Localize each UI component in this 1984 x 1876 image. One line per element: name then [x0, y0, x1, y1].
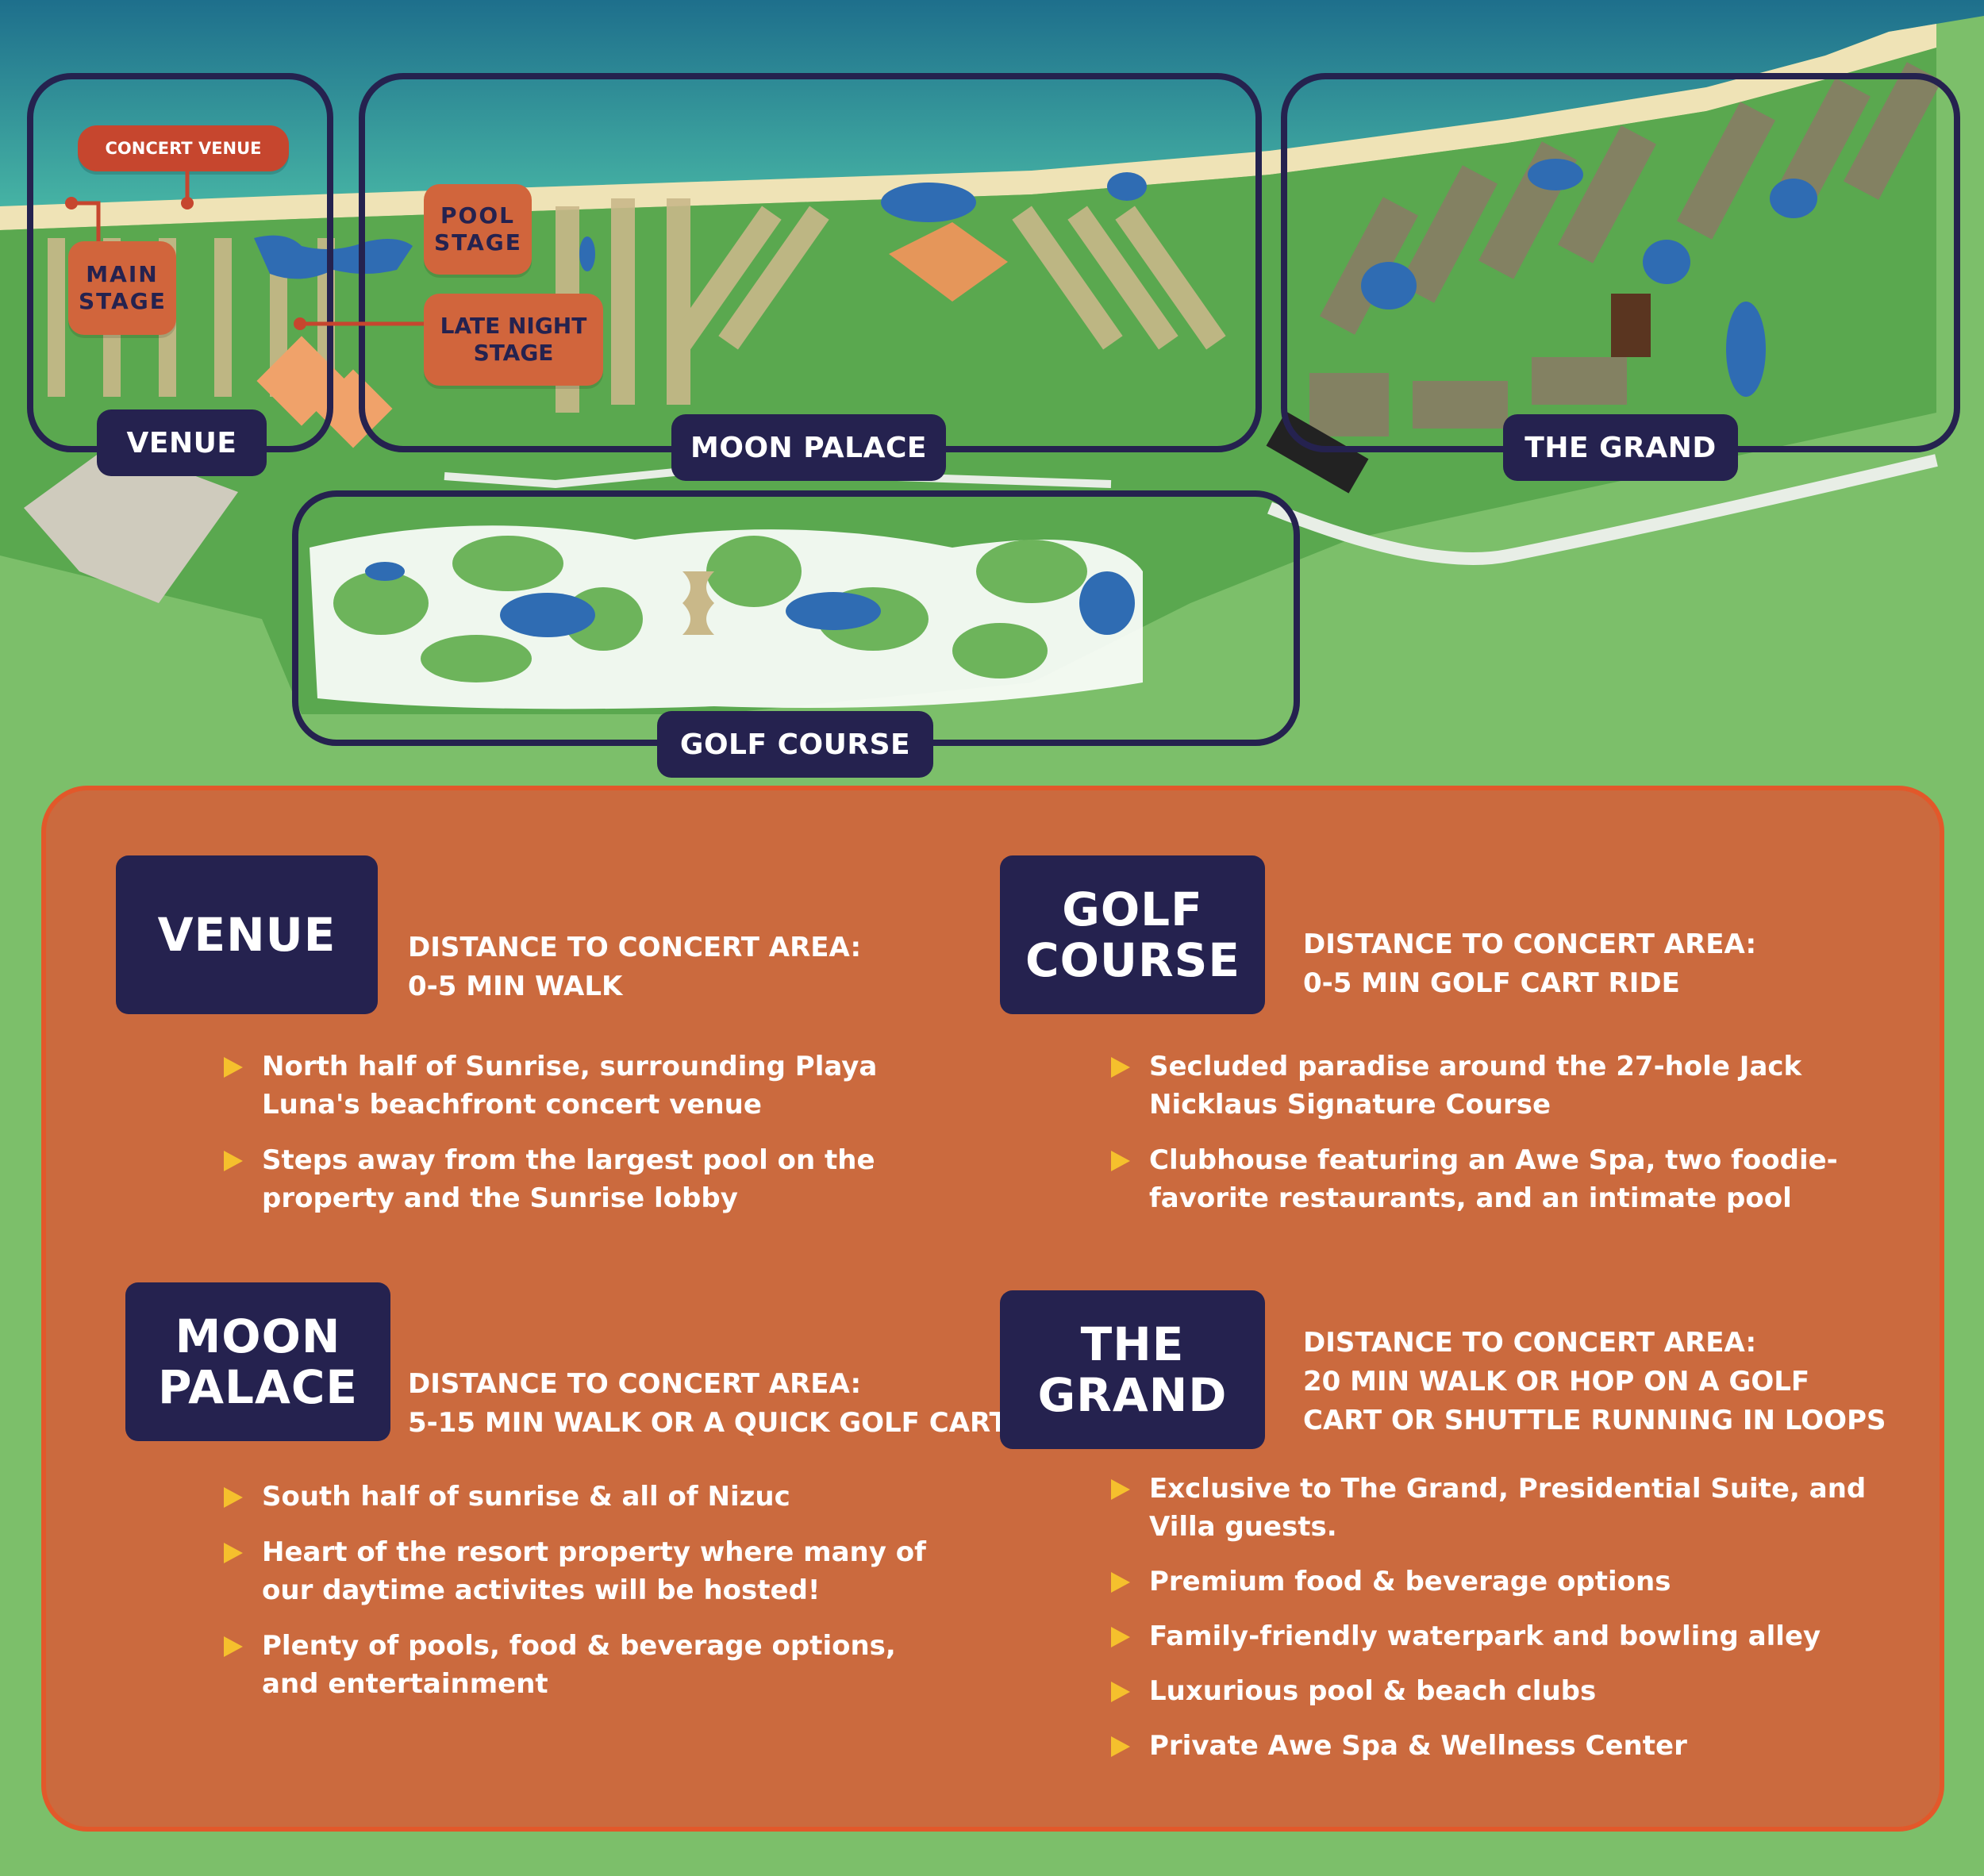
resort-map: VENUE MOON PALACE THE GRAND GOLF COURSE …: [0, 0, 1984, 778]
moon-palace-bullet-list: South half of sunrise & all of Nizuc Hea…: [224, 1478, 938, 1720]
arrow-bullet-icon: [224, 1487, 243, 1508]
arrow-bullet-icon: [1111, 1057, 1130, 1078]
moon-palace-buildings: [556, 198, 1226, 413]
list-item: Secluded paradise around the 27-hole Jac…: [1111, 1048, 1873, 1124]
main-stage-label: MAIN STAGE: [68, 241, 176, 335]
moon-palace-zone-label: MOON PALACE: [671, 414, 946, 481]
golf-course-greens: [333, 536, 1087, 682]
list-item: Steps away from the largest pool on the …: [224, 1141, 938, 1217]
concert-venue-label: CONCERT VENUE: [78, 125, 289, 171]
list-item: Clubhouse featuring an Awe Spa, two food…: [1111, 1141, 1873, 1217]
arrow-bullet-icon: [224, 1636, 243, 1657]
pool-stage-label: POOL STAGE: [424, 184, 532, 275]
golf-course-distance: DISTANCE TO CONCERT AREA: 0-5 MIN GOLF C…: [1303, 925, 1756, 1003]
golf-course-distance-value: 0-5 MIN GOLF CART RIDE: [1303, 967, 1680, 999]
moon-palace-distance-label: DISTANCE TO CONCERT AREA:: [408, 1368, 862, 1400]
list-item: Heart of the resort property where many …: [224, 1533, 938, 1609]
venue-zone-label: VENUE: [97, 409, 267, 476]
main-road: [1267, 454, 1938, 565]
arrow-bullet-icon: [1111, 1627, 1130, 1647]
list-item: Private Awe Spa & Wellness Center: [1111, 1727, 1921, 1765]
beach: [0, 24, 1936, 230]
the-grand-distance-value-line1: 20 MIN WALK OR HOP ON A GOLF: [1303, 1366, 1810, 1397]
the-grand-distance-label: DISTANCE TO CONCERT AREA:: [1303, 1327, 1757, 1359]
arrow-bullet-icon: [1111, 1682, 1130, 1702]
moon-palace-pools: [579, 172, 1147, 271]
the-grand-title-badge: THE GRAND: [1000, 1290, 1265, 1449]
list-item: Luxurious pool & beach clubs: [1111, 1672, 1921, 1710]
the-grand-distance-value-line2: CART OR SHUTTLE RUNNING IN LOOPS: [1303, 1405, 1886, 1436]
golf-course-distance-label: DISTANCE TO CONCERT AREA:: [1303, 928, 1757, 960]
golf-course-zone-frame: [292, 490, 1300, 746]
the-grand-pools: [1361, 159, 1817, 397]
moon-palace-lobby: [889, 222, 1008, 302]
venue-distance-value: 0-5 MIN WALK: [408, 971, 623, 1002]
venue-distance: DISTANCE TO CONCERT AREA: 0-5 MIN WALK: [408, 928, 861, 1006]
arrow-bullet-icon: [224, 1543, 243, 1563]
arrow-bullet-icon: [1111, 1572, 1130, 1593]
late-night-stage-label: LATE NIGHT STAGE: [424, 294, 603, 386]
golf-course-zone-label: GOLF COURSE: [657, 711, 933, 778]
arrow-bullet-icon: [1111, 1151, 1130, 1171]
arrow-bullet-icon: [224, 1151, 243, 1171]
list-item: South half of sunrise & all of Nizuc: [224, 1478, 938, 1516]
map-illustration: [0, 0, 1984, 778]
arrow-bullet-icon: [1111, 1479, 1130, 1500]
parking-lot: [24, 444, 238, 603]
golf-course-lakes: [365, 562, 1135, 637]
moon-palace-distance: DISTANCE TO CONCERT AREA: 5-15 MIN WALK …: [408, 1365, 1008, 1443]
the-grand-bullet-list: Exclusive to The Grand, Presidential Sui…: [1111, 1470, 1921, 1782]
the-grand-distance: DISTANCE TO CONCERT AREA: 20 MIN WALK OR…: [1303, 1324, 1886, 1440]
list-item: North half of Sunrise, surrounding Playa…: [224, 1048, 938, 1124]
accommodation-info-panel: VENUE DISTANCE TO CONCERT AREA: 0-5 MIN …: [41, 786, 1944, 1832]
arrow-bullet-icon: [224, 1057, 243, 1078]
the-grand-zone-label: THE GRAND: [1503, 414, 1738, 481]
venue-pool: [254, 235, 413, 279]
golf-course-bullet-list: Secluded paradise around the 27-hole Jac…: [1111, 1048, 1873, 1235]
golf-clubhouse: [682, 571, 714, 635]
arrow-bullet-icon: [1111, 1736, 1130, 1757]
the-grand-zone-frame: [1281, 73, 1960, 452]
list-item: Family-friendly waterpark and bowling al…: [1111, 1617, 1921, 1655]
venue-distance-label: DISTANCE TO CONCERT AREA:: [408, 932, 862, 963]
ocean: [0, 0, 1984, 206]
list-item: Premium food & beverage options: [1111, 1563, 1921, 1601]
venue-title-badge: VENUE: [116, 855, 378, 1014]
list-item: Exclusive to The Grand, Presidential Sui…: [1111, 1470, 1921, 1546]
venue-bullet-list: North half of Sunrise, surrounding Playa…: [224, 1048, 938, 1235]
moon-palace-title-badge: MOON PALACE: [125, 1282, 390, 1441]
moon-palace-distance-value: 5-15 MIN WALK OR A QUICK GOLF CART: [408, 1407, 1008, 1439]
golf-course-title-badge: GOLF COURSE: [1000, 855, 1265, 1014]
list-item: Plenty of pools, food & beverage options…: [224, 1627, 938, 1703]
